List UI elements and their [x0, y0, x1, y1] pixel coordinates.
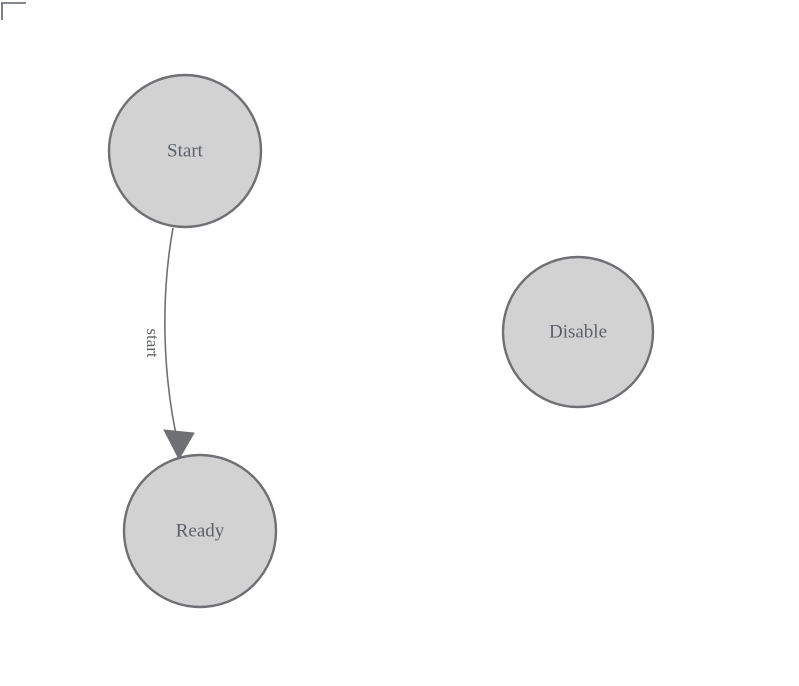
node-ready-circle[interactable] — [122, 453, 278, 609]
node-disable[interactable]: Disable — [501, 255, 655, 409]
node-ready-label: Ready — [176, 520, 225, 541]
edge-line[interactable] — [164, 227, 180, 449]
edge-label-start: start — [143, 328, 162, 358]
node-start-circle[interactable] — [107, 73, 263, 229]
edge-arrowhead-icon — [163, 429, 195, 461]
node-disable-label: Disable — [549, 321, 607, 342]
edge-start-to-ready[interactable]: start — [143, 227, 195, 461]
node-ready[interactable]: Ready — [122, 453, 278, 609]
node-start[interactable]: Start — [107, 73, 263, 229]
selection-corner-mark — [1, 2, 26, 20]
node-start-label: Start — [167, 140, 204, 161]
node-disable-circle[interactable] — [501, 255, 655, 409]
